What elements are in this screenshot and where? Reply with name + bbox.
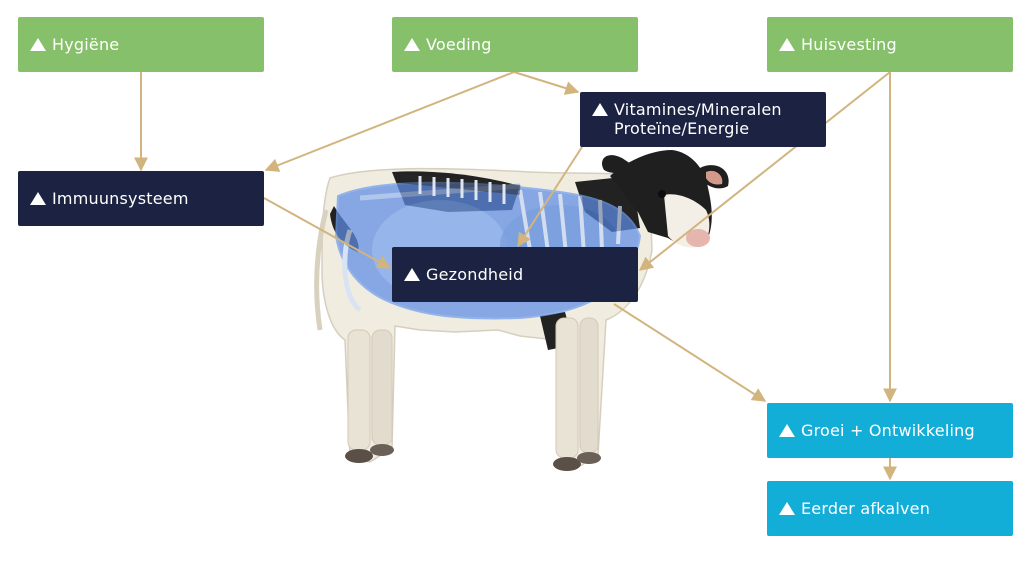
node-label: Hygiëne [52,35,120,54]
node-eerder-afkalven: Eerder afkalven [767,481,1013,536]
node-label: Huisvesting [801,35,897,54]
node-label: Eerder afkalven [801,499,931,518]
triangle-icon [404,268,420,281]
node-vitamines: Vitamines/Mineralen Proteïne/Energie [580,92,826,147]
triangle-icon [592,103,608,116]
node-voeding: Voeding [392,17,638,72]
node-hygiene: Hygiëne [18,17,264,72]
triangle-icon [30,38,46,51]
node-label: Vitamines/Mineralen Proteïne/Energie [614,100,782,138]
node-immuunsysteem: Immuunsysteem [18,171,264,226]
node-gezondheid: Gezondheid [392,247,638,302]
triangle-icon [404,38,420,51]
triangle-icon [779,502,795,515]
triangle-icon [779,424,795,437]
node-label: Voeding [426,35,492,54]
triangle-icon [779,38,795,51]
node-huisvesting: Huisvesting [767,17,1013,72]
triangle-icon [30,192,46,205]
node-label: Immuunsysteem [52,189,189,208]
node-label: Groei + Ontwikkeling [801,421,975,440]
node-groei-ontwikkeling: Groei + Ontwikkeling [767,403,1013,458]
node-label: Gezondheid [426,265,524,284]
